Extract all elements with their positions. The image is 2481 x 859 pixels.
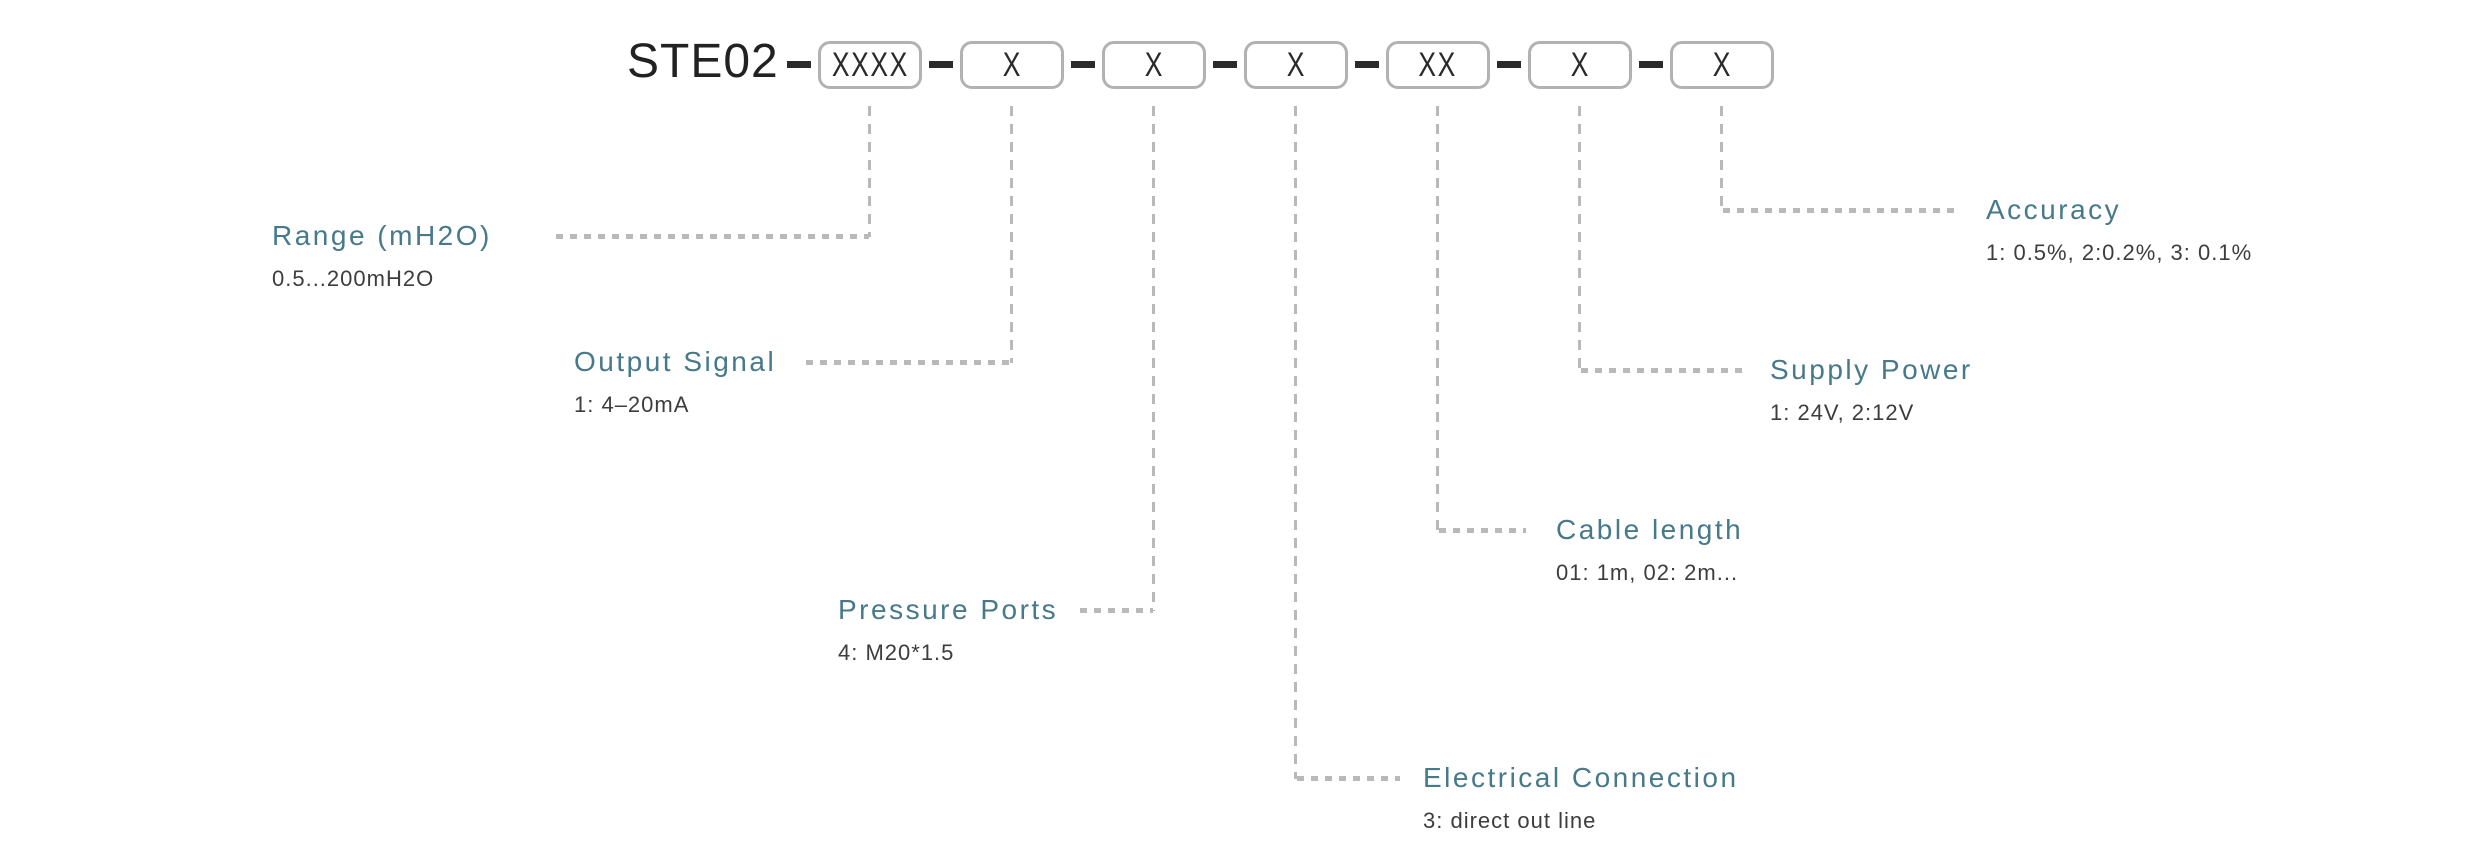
field-options: 3: direct out line (1423, 808, 1597, 833)
connector-cable-length-vertical (1436, 106, 1439, 531)
connector-electrical-connection-vertical (1294, 106, 1297, 779)
code-box-supply-power: X (1528, 41, 1632, 89)
code-box-electrical-connection: X (1244, 41, 1348, 89)
code-box-text: X (1570, 46, 1590, 84)
field-label: Output Signal (574, 346, 777, 377)
code-box-output-signal: X (960, 41, 1064, 89)
code-box-text: X (1286, 46, 1306, 84)
code-box-text: XX (1418, 46, 1458, 84)
code-box-text: X (1712, 46, 1732, 84)
field-options: 1: 0.5%, 2:0.2%, 3: 0.1% (1986, 240, 2253, 265)
code-box-cable-length: XX (1386, 41, 1490, 89)
connector-accuracy-vertical (1720, 106, 1723, 211)
connector-electrical-connection-horizontal (1297, 776, 1400, 781)
field-options: 0.5...200mH2O (272, 266, 435, 291)
code-box-accuracy: X (1670, 41, 1774, 89)
code-separator-dash (1213, 61, 1237, 68)
code-separator-dash (1355, 61, 1379, 68)
field-label: Electrical Connection (1423, 762, 1739, 793)
code-separator-dash (1639, 61, 1663, 68)
code-box-text: X (1144, 46, 1164, 84)
connector-range-horizontal (556, 234, 869, 239)
field-cable-length: Cable length 01: 1m, 02: 2m... (1556, 510, 1743, 586)
field-supply-power: Supply Power 1: 24V, 2:12V (1770, 350, 1973, 426)
code-separator-dash (787, 61, 811, 68)
field-options: 1: 24V, 2:12V (1770, 400, 1915, 425)
connector-accuracy-horizontal (1723, 208, 1960, 213)
connector-supply-power-vertical (1578, 106, 1581, 371)
field-options: 4: M20*1.5 (838, 640, 955, 665)
connector-pressure-ports-horizontal (1080, 608, 1153, 613)
field-output-signal: Output Signal 1: 4–20mA (574, 342, 776, 418)
code-box-text: X (1002, 46, 1022, 84)
code-box-text: XXXX (831, 46, 909, 84)
field-options: 1: 4–20mA (574, 392, 690, 417)
connector-output-signal-vertical (1010, 106, 1013, 363)
code-box-range: XXXX (818, 41, 922, 89)
model-title: STE02 (627, 35, 779, 88)
code-separator-dash (1071, 61, 1095, 68)
connector-range-vertical (868, 106, 871, 237)
connector-supply-power-horizontal (1581, 368, 1744, 373)
field-options: 01: 1m, 02: 2m... (1556, 560, 1739, 585)
code-separator-dash (1497, 61, 1521, 68)
field-label: Range (mH2O) (272, 220, 492, 251)
field-pressure-ports: Pressure Ports 4: M20*1.5 (838, 590, 1058, 666)
field-label: Pressure Ports (838, 594, 1059, 625)
field-accuracy: Accuracy 1: 0.5%, 2:0.2%, 3: 0.1% (1986, 190, 2252, 266)
field-electrical-connection: Electrical Connection 3: direct out line (1423, 758, 1739, 834)
connector-cable-length-horizontal (1439, 528, 1526, 533)
code-separator-dash (929, 61, 953, 68)
field-label: Supply Power (1770, 354, 1973, 385)
field-label: Cable length (1556, 514, 1744, 545)
connector-pressure-ports-vertical (1152, 106, 1155, 611)
code-box-pressure-ports: X (1102, 41, 1206, 89)
field-range: Range (mH2O) 0.5...200mH2O (272, 216, 492, 292)
field-label: Accuracy (1986, 194, 2122, 225)
connector-output-signal-horizontal (806, 360, 1011, 365)
